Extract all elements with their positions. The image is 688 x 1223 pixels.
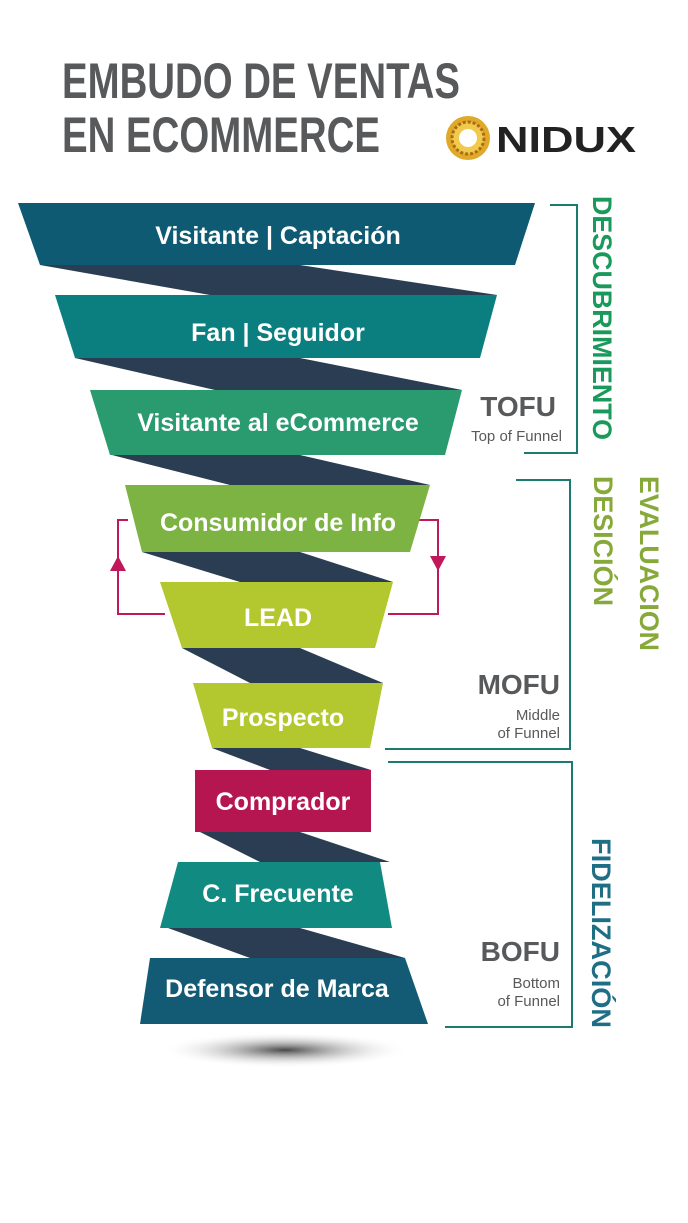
sun-flower-icon (446, 116, 490, 160)
funnel-stage-7: Comprador (195, 770, 371, 832)
ribbon-5 (182, 648, 383, 683)
ribbon-1 (40, 265, 497, 295)
phase-evaluacion: EVALUACION (634, 476, 664, 651)
phase-desicion: DESICIÓN (588, 476, 619, 606)
section-brackets (385, 204, 578, 1028)
phase-descubrimiento: DESCUBRIMIENTO (587, 196, 617, 440)
funnel-stage-8: C. Frecuente (160, 862, 392, 928)
stage-label: Visitante | Captación (155, 222, 400, 250)
mofu-label: MOFU (478, 669, 560, 700)
stage-label: Comprador (216, 788, 351, 816)
bofu-bracket (388, 761, 573, 1028)
funnel-stage-1: Visitante | Captación (18, 203, 535, 265)
tofu-bracket (524, 204, 578, 454)
funnel-shadow (160, 1032, 410, 1068)
stage-label: Fan | Seguidor (191, 319, 365, 347)
stage-label: LEAD (244, 604, 312, 632)
ribbon-3 (112, 455, 430, 485)
funnel-stage-5: LEAD (160, 582, 393, 648)
funnel-stage-3: Visitante al eCommerce (90, 390, 462, 455)
funnel-stage-4: Consumidor de Info (125, 485, 430, 552)
stage-label: C. Frecuente (202, 880, 354, 908)
funnel-stage-9: Defensor de Marca (140, 958, 428, 1024)
tofu-desc: Top of Funnel (471, 428, 562, 445)
bofu-desc-1: Bottom (512, 975, 560, 992)
bofu-label: BOFU (481, 936, 560, 967)
funnel-ribbons (40, 265, 497, 958)
mofu-desc-2: of Funnel (497, 725, 560, 742)
funnel-stage-2: Fan | Seguidor (55, 295, 497, 358)
ribbon-8 (168, 928, 405, 958)
phase-fidelizacion: FIDELIZACIÓN (586, 838, 617, 1028)
logo-text: NIDUX (496, 119, 636, 160)
ribbon-4 (142, 552, 393, 582)
stage-label: Prospecto (222, 704, 344, 732)
mofu-desc-1: Middle (516, 707, 560, 724)
mofu-bracket (385, 479, 571, 750)
stage-label: Visitante al eCommerce (137, 409, 419, 437)
bofu-desc-2: of Funnel (497, 993, 560, 1010)
stage-label: Consumidor de Info (160, 509, 396, 537)
arrow-up-icon (110, 556, 126, 571)
ribbon-7 (200, 832, 390, 862)
title-line-1: EMBUDO DE VENTAS (62, 53, 460, 109)
tofu-label: TOFU (480, 391, 556, 422)
funnel-stage-6: Prospecto (193, 683, 383, 748)
stage-label: Defensor de Marca (165, 975, 390, 1003)
ribbon-6 (212, 748, 371, 770)
ribbon-2 (75, 358, 462, 390)
title-line-2: EN ECOMMERCE (62, 107, 380, 163)
arrow-down-icon (430, 556, 446, 571)
